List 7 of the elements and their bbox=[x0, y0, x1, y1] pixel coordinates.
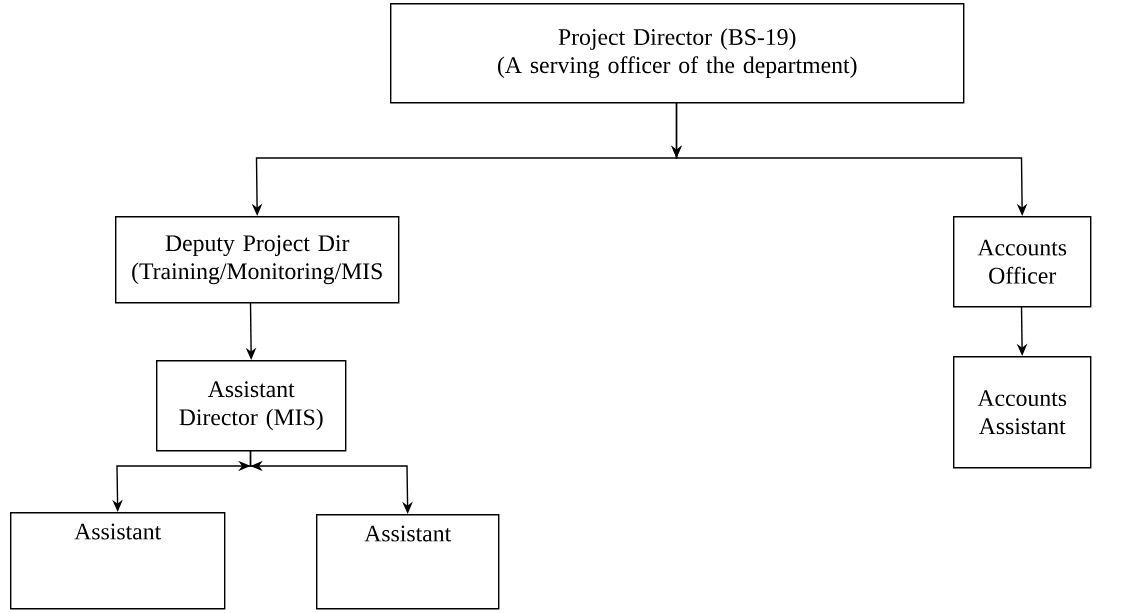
org-box: Assistant bbox=[316, 514, 500, 610]
org-box: Accounts Assistant bbox=[953, 356, 1092, 469]
org-box: Assistant bbox=[10, 512, 226, 610]
org-box: Assistant Director (MIS) bbox=[156, 360, 347, 452]
org-box: Project Director (BS-19) (A serving officer of the department) bbox=[390, 3, 965, 104]
org-box: Accounts Officer bbox=[953, 216, 1092, 308]
org-box: Deputy Project Dir (Training/Monitoring/MIS bbox=[115, 216, 400, 304]
